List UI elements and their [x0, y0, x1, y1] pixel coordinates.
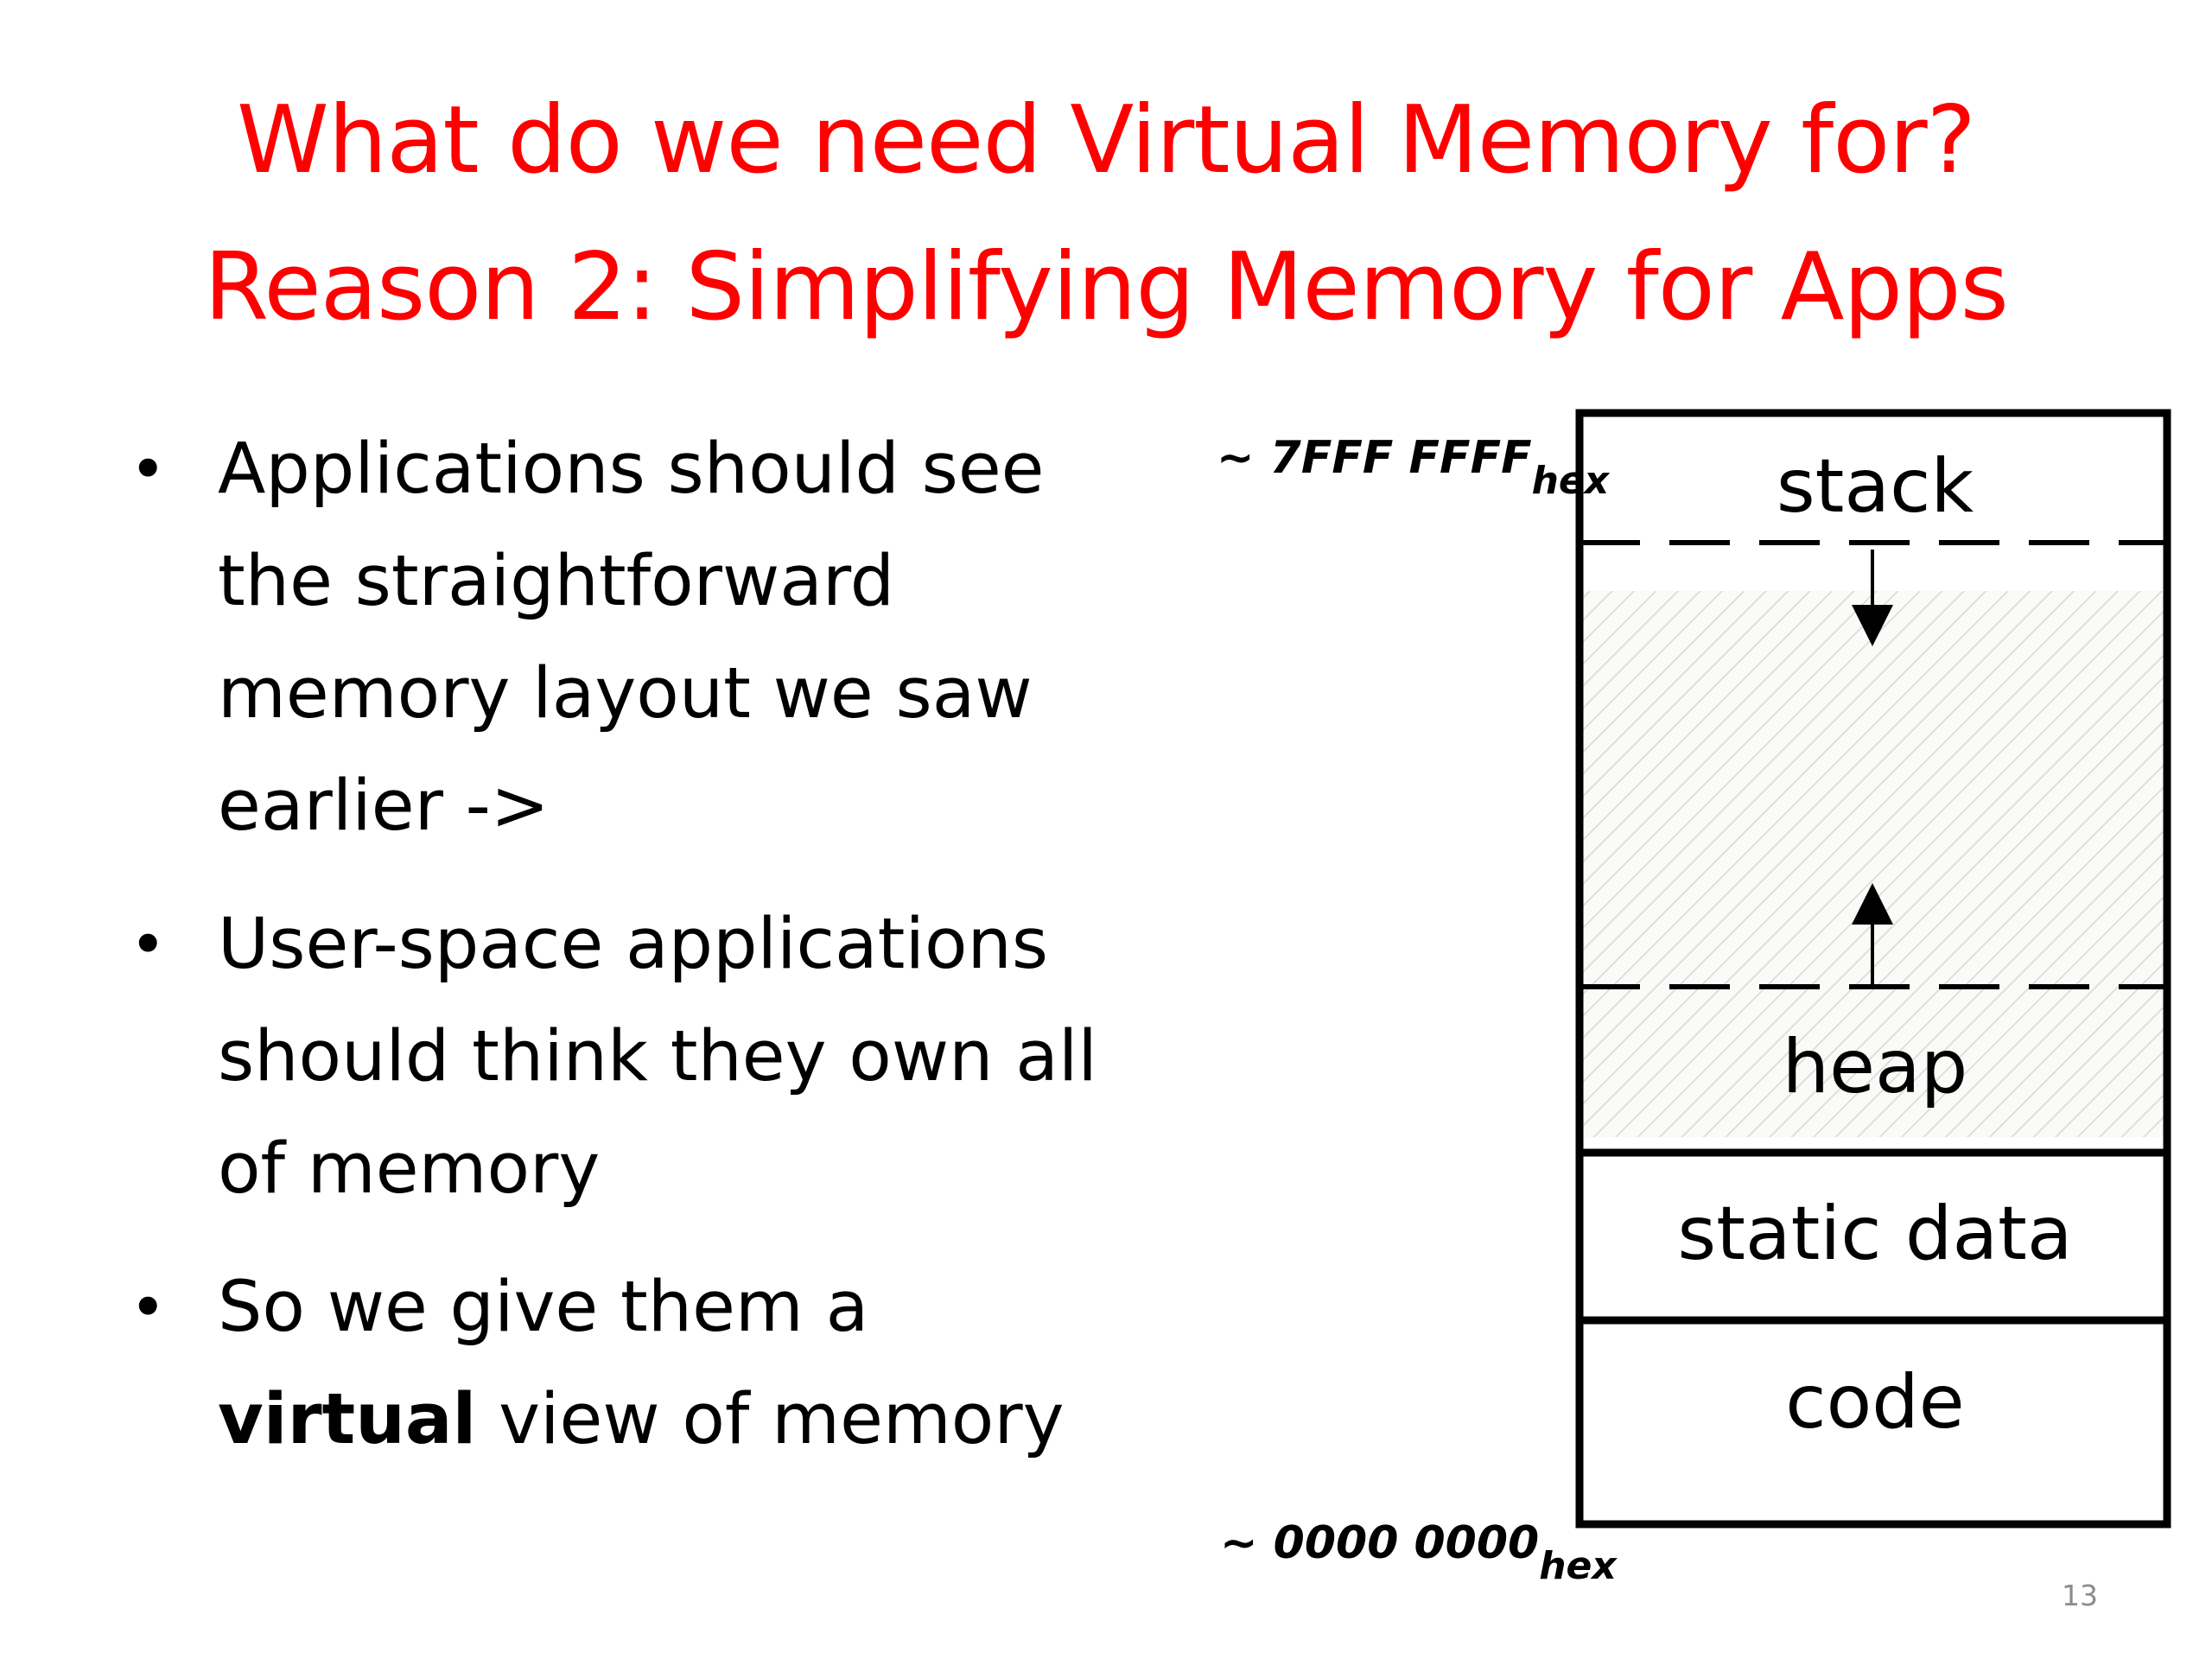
bullet-own-all-memory: User-space applications should think the…: [130, 888, 1149, 1225]
virtual-emphasis: virtual: [218, 1379, 477, 1460]
heap-label: heap: [1783, 1024, 1968, 1110]
unused-address-space: [1580, 591, 2165, 1137]
bottom-address-value: ~ 0000 0000: [1220, 1517, 1540, 1569]
title-question: What do we need Virtual Memory for?: [237, 86, 1976, 194]
bottom-address-label: ~ 0000 0000hex: [1220, 1517, 1617, 1588]
slide-bullet-list: Applications should see the straightforw…: [130, 413, 1149, 1502]
stack-label: stack: [1777, 443, 1974, 530]
bullet-virtual-view-prefix: So we give them a: [218, 1267, 869, 1348]
memory-outline: [1575, 409, 2171, 1529]
top-address-label: ~ 7FFF FFFFhex: [1217, 432, 1609, 503]
code-label: code: [1785, 1359, 1964, 1446]
title-reason: Reason 2: Simplifying Memory for Apps: [204, 233, 2009, 341]
bottom-address-suffix: hex: [1539, 1544, 1617, 1588]
slide-title: What do we need Virtual Memory for? Reas…: [95, 67, 2117, 361]
static-data-label: static data: [1677, 1191, 2072, 1277]
page-number: 13: [2062, 1579, 2098, 1612]
top-address-suffix: hex: [1531, 459, 1610, 503]
bullet-virtual-view: So we give them a virtual view of memory: [130, 1251, 1149, 1476]
bullet-virtual-view-suffix: view of memory: [476, 1379, 1065, 1460]
top-address-value: ~ 7FFF FFFF: [1217, 432, 1532, 484]
memory-layout-diagram: stack heap static data code: [1575, 409, 2171, 1529]
bullet-straightforward-layout: Applications should see the straightforw…: [130, 413, 1149, 862]
